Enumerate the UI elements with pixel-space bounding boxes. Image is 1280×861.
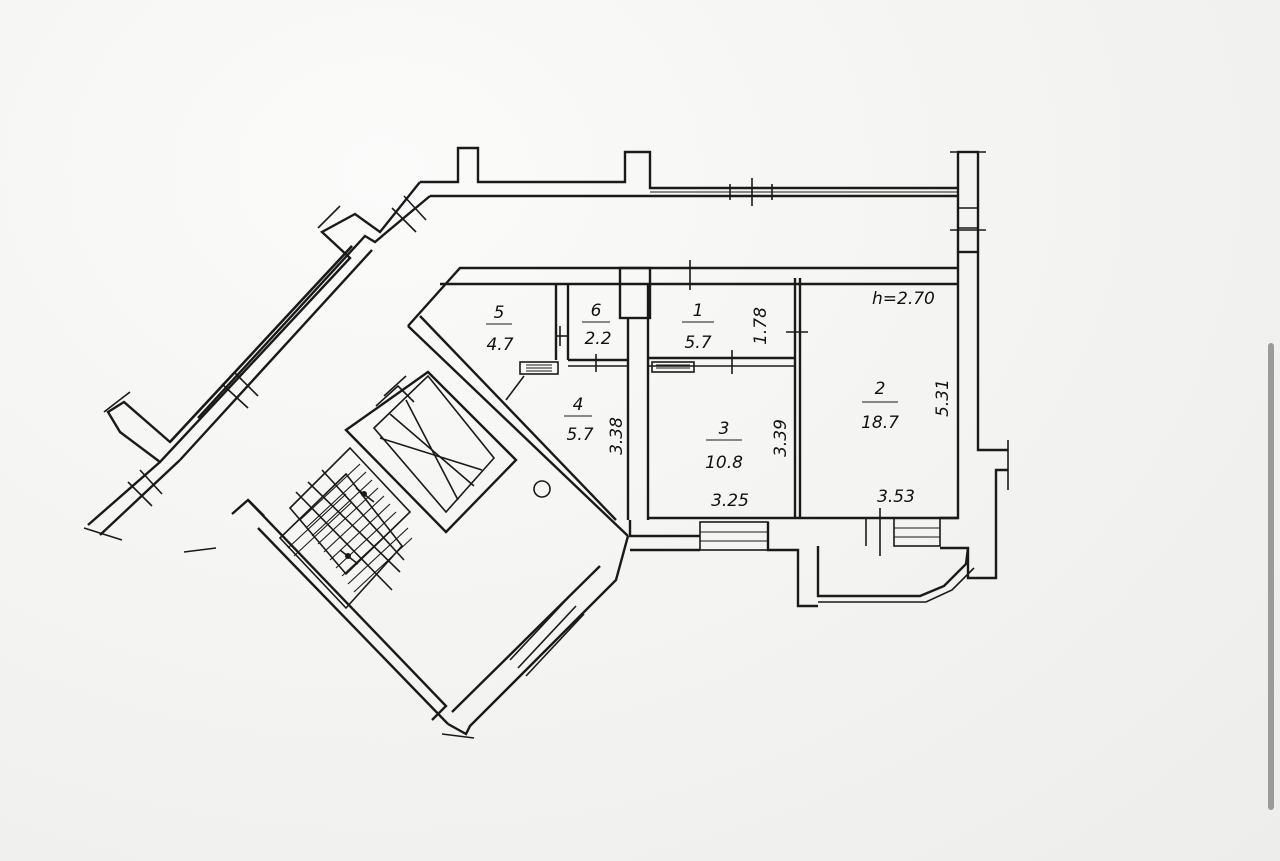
dimension-3-38: 3.38 (607, 417, 627, 455)
dimension-1-78: 1.78 (751, 307, 771, 345)
room-area: 5.7 (684, 333, 711, 353)
room-labels: 5 4.7 6 2.2 1 5.7 2 18.7 3 10.8 4 5.7 (486, 289, 953, 511)
room-4-label: 4 5.7 (564, 395, 594, 445)
dimension-3-39: 3.39 (771, 419, 791, 457)
apartment-walls (407, 252, 1009, 608)
room-number: 2 (875, 379, 886, 399)
room-number: 3 (719, 419, 730, 439)
stair-core (231, 370, 630, 739)
room-5-label: 5 4.7 (486, 303, 514, 355)
room-area: 4.7 (486, 335, 513, 355)
room-number: 1 (693, 301, 704, 321)
room-6-label: 6 2.2 (582, 301, 612, 349)
room-2-label: 2 18.7 (861, 379, 899, 433)
room-area: 2.2 (584, 329, 611, 349)
outer-walls (83, 146, 986, 553)
room-number: 6 (591, 301, 602, 321)
dimension-5-31: 5.31 (933, 379, 953, 417)
room-number: 4 (573, 395, 584, 415)
ceiling-height-note: h=2.70 (872, 289, 935, 309)
room-area: 10.8 (705, 453, 743, 473)
room-area: 5.7 (566, 425, 593, 445)
room-number: 5 (494, 303, 505, 323)
room-1-label: 1 5.7 (682, 301, 714, 353)
room-3-label: 3 10.8 (705, 419, 743, 473)
dimension-3-53: 3.53 (877, 487, 915, 507)
dimension-3-25: 3.25 (711, 491, 749, 511)
vertical-scrollbar[interactable] (1268, 343, 1274, 810)
room-area: 18.7 (861, 413, 899, 433)
